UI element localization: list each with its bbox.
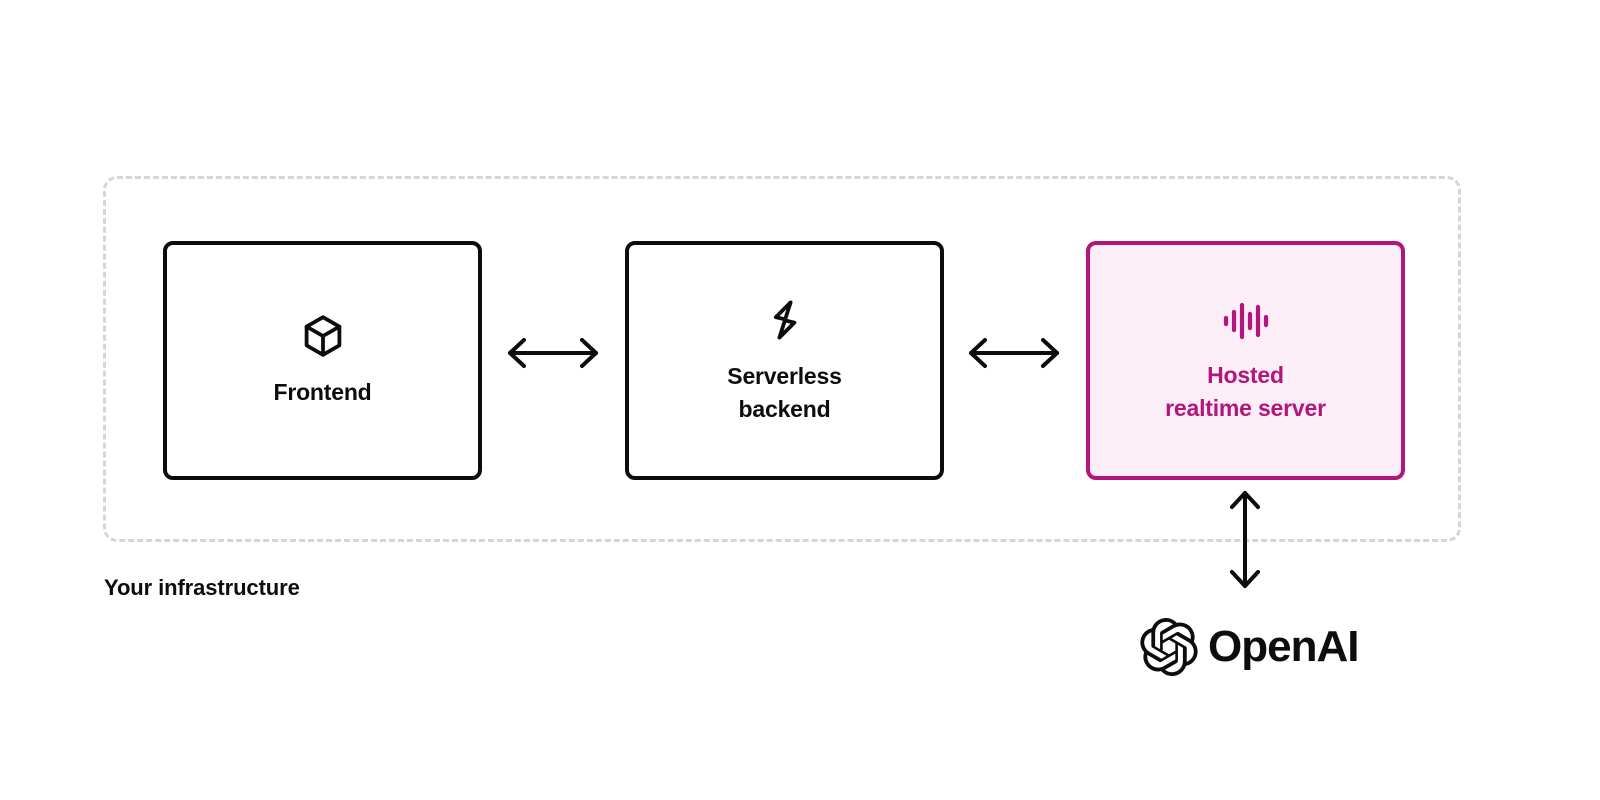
node-frontend[interactable]: Frontend: [163, 241, 482, 480]
arrow-realtime-to-openai: [1222, 487, 1268, 592]
cube-icon: [299, 312, 347, 360]
node-serverless-backend-label: Serverless backend: [727, 362, 842, 422]
arrow-frontend-to-backend: [505, 333, 601, 373]
node-frontend-label: Frontend: [273, 379, 372, 406]
node-hosted-realtime-server-label: Hosted realtime server: [1165, 361, 1326, 421]
openai-lockup: OpenAI: [1140, 618, 1359, 677]
your-infrastructure-label: Your infrastructure: [104, 575, 300, 600]
node-hosted-realtime-server[interactable]: Hosted realtime server: [1086, 241, 1405, 480]
openai-wordmark: OpenAI: [1208, 622, 1359, 671]
node-serverless-backend[interactable]: Serverless backend: [625, 241, 944, 480]
audio-waveform-icon: [1220, 297, 1272, 345]
lightning-bolt-icon: [761, 296, 809, 344]
arrow-backend-to-realtime: [966, 333, 1062, 373]
openai-blossom-logo: [1140, 618, 1198, 677]
your-infrastructure-boundary: [103, 176, 1461, 542]
